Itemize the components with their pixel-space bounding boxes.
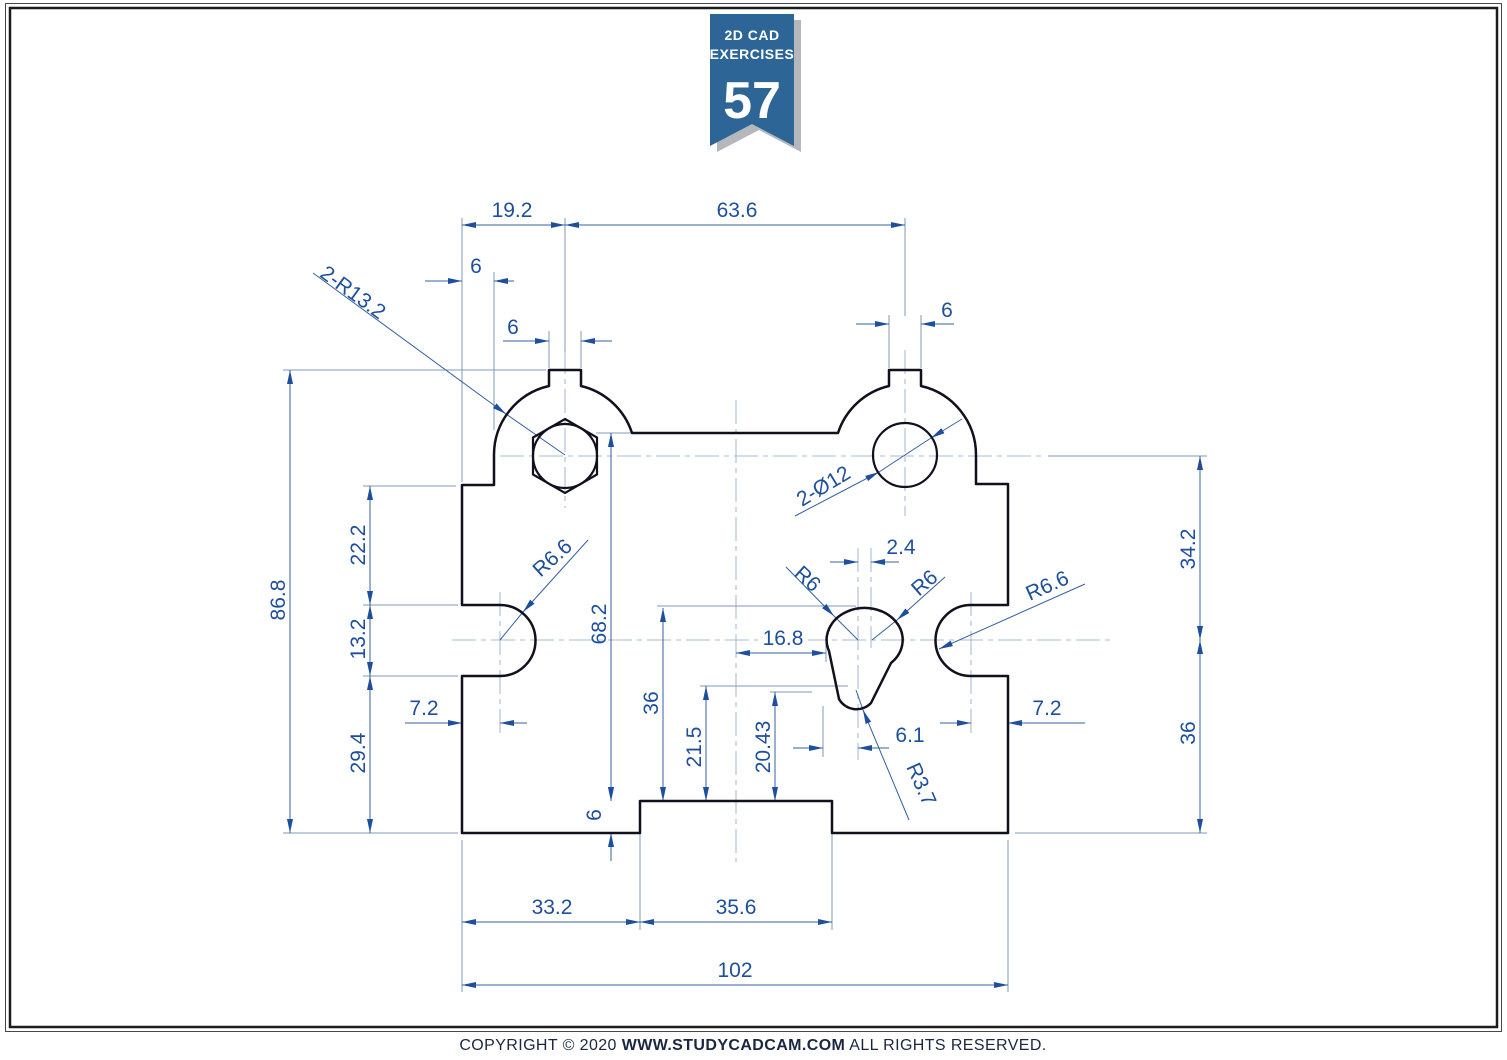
dim-center-to-teardrop: 16.8 [736,627,826,657]
dim-label-side-slot-height: 13.2 [347,619,370,660]
dim-label-side-slot-radius-right: R6.6 [1022,567,1072,606]
copyright-suffix: ALL RIGHTS RESERVED. [845,1037,1046,1054]
dim-edge-to-boss: 6 [425,255,514,285]
dim-teardrop-bottom-offset: 6.1 [793,724,925,752]
dim-label-notch-depth: 6 [583,809,606,821]
dim-label-shoulder-to-slot: 22.2 [347,525,370,566]
dim-side-slot-height: 13.2 [347,605,374,676]
dim-label-slot-width-right: 6 [941,299,953,322]
leader-teardrop-radius-right: R6 [871,566,946,641]
dim-label-side-slot-radius-left: R6.6 [528,535,576,582]
dim-label-r37-center-to-notch: 21.5 [683,727,706,768]
dim-slot-width-left: 6 [503,316,612,345]
dim-label-teardrop-center-offset: 2.4 [886,536,916,559]
extension-lines [283,218,1207,992]
copyright-site: WWW.STUDYCADCAM.COM [622,1037,846,1054]
ribbon-exercise-number: 57 [723,72,781,130]
leader-teardrop-bottom-radius: R3.7 [855,689,940,821]
dim-label-web-to-notch: 68.2 [588,604,611,645]
leader-side-slot-radius-right: R6.6 [938,567,1086,650]
ribbon-title-line1: 2D CAD [724,27,779,43]
dim-tangent-to-notch: 20.43 [752,692,779,801]
part-geometry [460,368,1010,835]
copyright-prefix: COPYRIGHT © 2020 [459,1037,621,1054]
dim-side-slot-depth-right: 7.2 [940,697,1085,727]
dim-total-height: 86.8 [267,370,294,833]
drawing-border-outer [5,3,1502,1032]
dim-label-teardrop-to-notch: 36 [640,691,663,714]
dim-label-center-to-teardrop: 16.8 [763,627,804,650]
dim-teardrop-center-offset: 2.4 [830,536,916,566]
dim-label-boss-radius: 2-R13.2 [316,261,390,324]
dim-boss-spacing: 63.6 [565,199,905,229]
hex-hole [531,417,599,495]
teardrop-hole [825,606,904,711]
dim-web-to-notch: 68.2 [588,433,615,801]
dim-shoulder-to-slot: 22.2 [347,486,374,605]
copyright-text: COPYRIGHT © 2020 WWW.STUDYCADCAM.COM ALL… [459,1037,1046,1054]
drawing-border-inner [8,6,1499,1029]
dim-label-total-height: 86.8 [267,580,290,621]
ribbon-banner [710,14,794,146]
dim-label-teardrop-bottom-offset: 6.1 [895,724,924,747]
dim-notch-width: 35.6 [640,896,832,926]
dim-total-width: 102 [462,959,1008,989]
dim-slot-to-bottom: 29.4 [347,676,374,833]
dim-label-side-slot-depth-left: 7.2 [409,697,438,720]
leader-boss-radius: 2-R13.2 [312,261,566,456]
dim-label-notch-width: 35.6 [716,896,757,919]
dim-label-slot-offset: 19.2 [492,199,533,222]
dim-boss-to-slot-center: 34.2 [1177,456,1204,640]
dim-label-slot-to-bottom: 29.4 [347,732,370,773]
dim-label-edge-to-boss: 6 [470,255,482,278]
dim-slot-offset: 19.2 [462,199,565,229]
dim-label-hole-diameter: 2-Ø12 [793,462,855,512]
ribbon-title-line2: EXERCISES [710,46,795,62]
dim-label-slot-center-to-bottom: 36 [1177,721,1200,744]
dim-label-tangent-to-notch: 20.43 [752,721,775,774]
dim-teardrop-to-notch: 36 [640,608,667,801]
dim-label-boss-spacing: 63.6 [717,199,758,222]
round-hole [871,421,939,489]
dim-notch-depth: 6 [583,772,615,861]
dim-label-teardrop-bottom-radius: R3.7 [901,759,940,809]
dim-slot-width-right: 6 [856,299,954,328]
dim-label-boss-to-slot-center: 34.2 [1177,529,1200,570]
dim-label-teardrop-radius-left: R6 [790,562,825,597]
leader-side-slot-radius-left: R6.6 [499,535,589,641]
dim-label-teardrop-radius-right: R6 [907,566,942,601]
dim-side-slot-depth-left: 7.2 [405,697,527,727]
part-outline [460,368,1010,835]
dim-slot-center-to-bottom: 36 [1177,640,1204,833]
dim-label-side-slot-depth-right: 7.2 [1032,697,1061,720]
dim-edge-to-notch: 33.2 [462,896,640,926]
dim-label-total-width: 102 [717,959,752,982]
dim-label-slot-width-left: 6 [507,316,519,339]
exercise-ribbon: 2D CAD EXERCISES 57 [710,14,801,152]
dim-r37-center-to-notch: 21.5 [683,686,710,801]
dim-label-edge-to-notch: 33.2 [532,896,573,919]
